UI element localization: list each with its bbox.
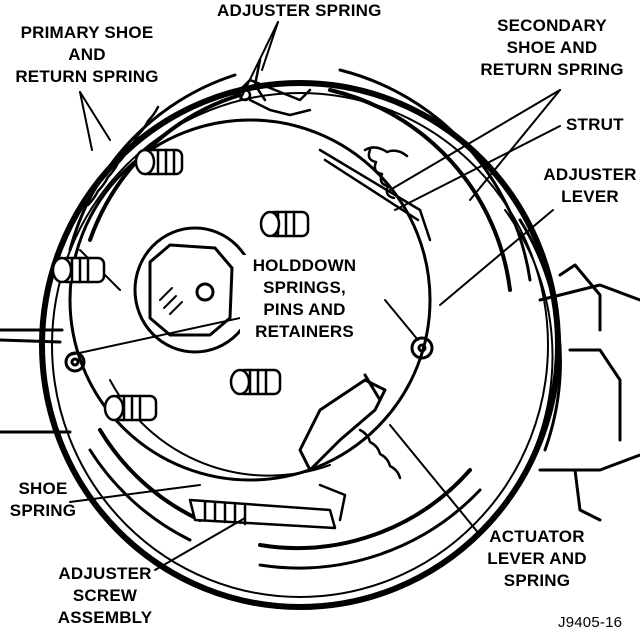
label-actuator: ACTUATOR LEVER AND SPRING (487, 527, 587, 590)
label-primary-shoe: PRIMARY SHOE AND RETURN SPRING (15, 23, 159, 86)
label-shoe-spring: SHOE SPRING (9, 479, 77, 520)
label-secondary-shoe: SECONDARY SHOE AND RETURN SPRING (480, 16, 624, 79)
wheel-studs (51, 148, 310, 422)
figure-id: J9405-16 (558, 614, 623, 631)
anchor-and-adjuster-spring (233, 58, 312, 117)
axle-housing (0, 263, 640, 522)
label-strut: STRUT (566, 115, 624, 134)
adjuster-screw (188, 483, 347, 530)
label-adjuster-screw: ADJUSTER SCREW ASSEMBLY (57, 564, 153, 627)
actuator-spring (358, 428, 402, 480)
backing-plate (39, 80, 562, 610)
leader-lines (69, 21, 561, 571)
holddown-pins (64, 336, 434, 373)
label-adjuster-spring: ADJUSTER SPRING (217, 1, 382, 20)
label-adjuster-lever: ADJUSTER LEVER (543, 165, 637, 206)
actuator-lever (298, 373, 387, 472)
primary-return-spring (86, 105, 160, 207)
strut (318, 148, 432, 242)
label-holddown: HOLDDOWN SPRINGS, PINS AND RETAINERS (240, 255, 369, 343)
